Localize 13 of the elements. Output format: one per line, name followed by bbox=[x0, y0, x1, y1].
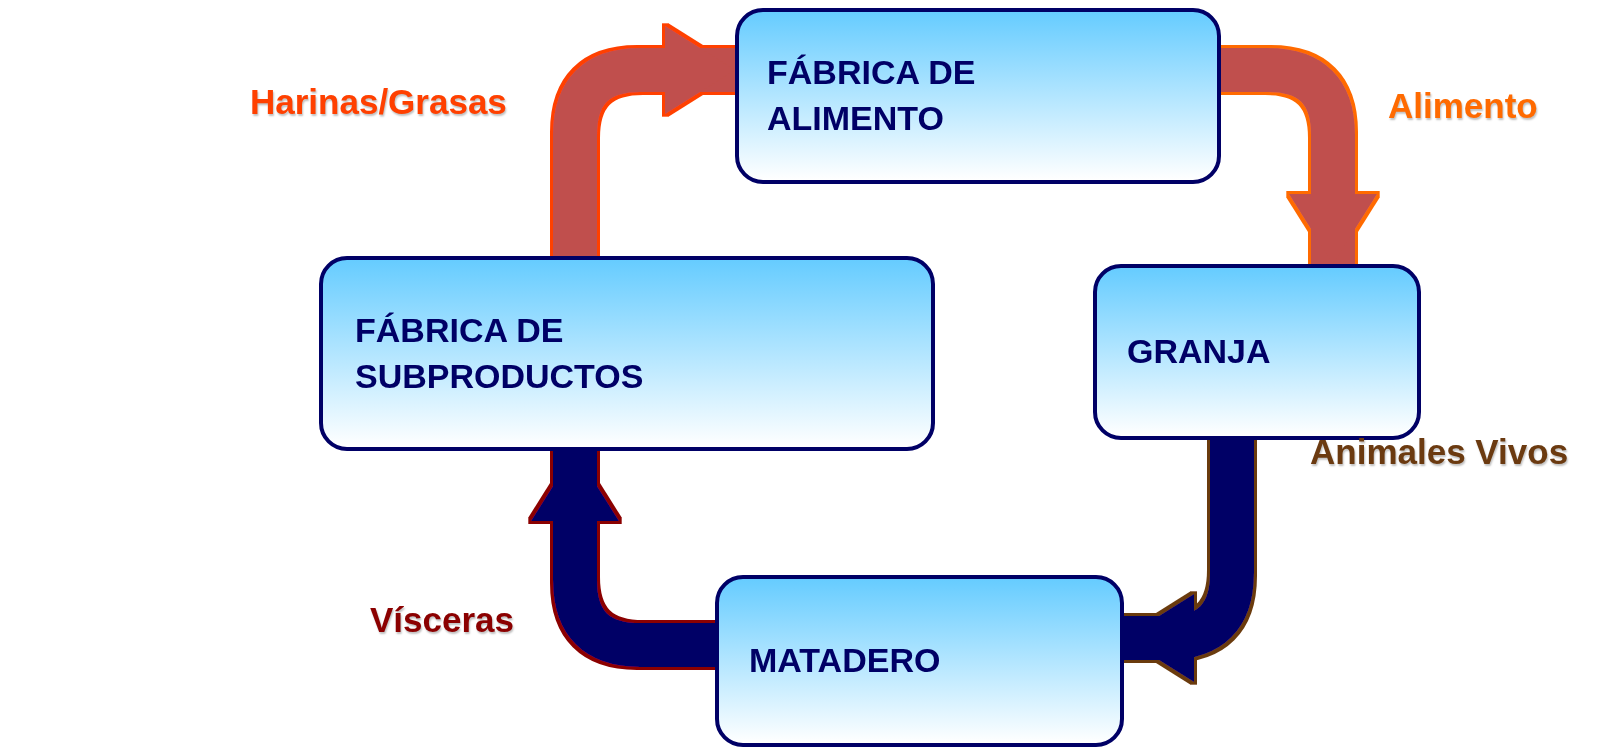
curved-block-arrow bbox=[1221, 48, 1377, 264]
process-box bbox=[735, 8, 1221, 184]
edge-label: Vísceras bbox=[370, 600, 515, 640]
edge-label: Animales Vivos bbox=[1310, 432, 1569, 472]
box-label: MATADERO bbox=[749, 640, 941, 682]
box-label: FÁBRICA DE ALIMENTO bbox=[767, 52, 977, 139]
box-label: FÁBRICA DE SUBPRODUCTOS bbox=[355, 309, 645, 397]
edge-label: Alimento bbox=[1388, 86, 1538, 126]
box-label: GRANJA bbox=[1127, 331, 1271, 373]
process-box bbox=[715, 575, 1124, 747]
process-box bbox=[1093, 264, 1421, 440]
edge-label: Harinas/Grasas bbox=[250, 82, 507, 122]
process-box bbox=[319, 256, 935, 451]
